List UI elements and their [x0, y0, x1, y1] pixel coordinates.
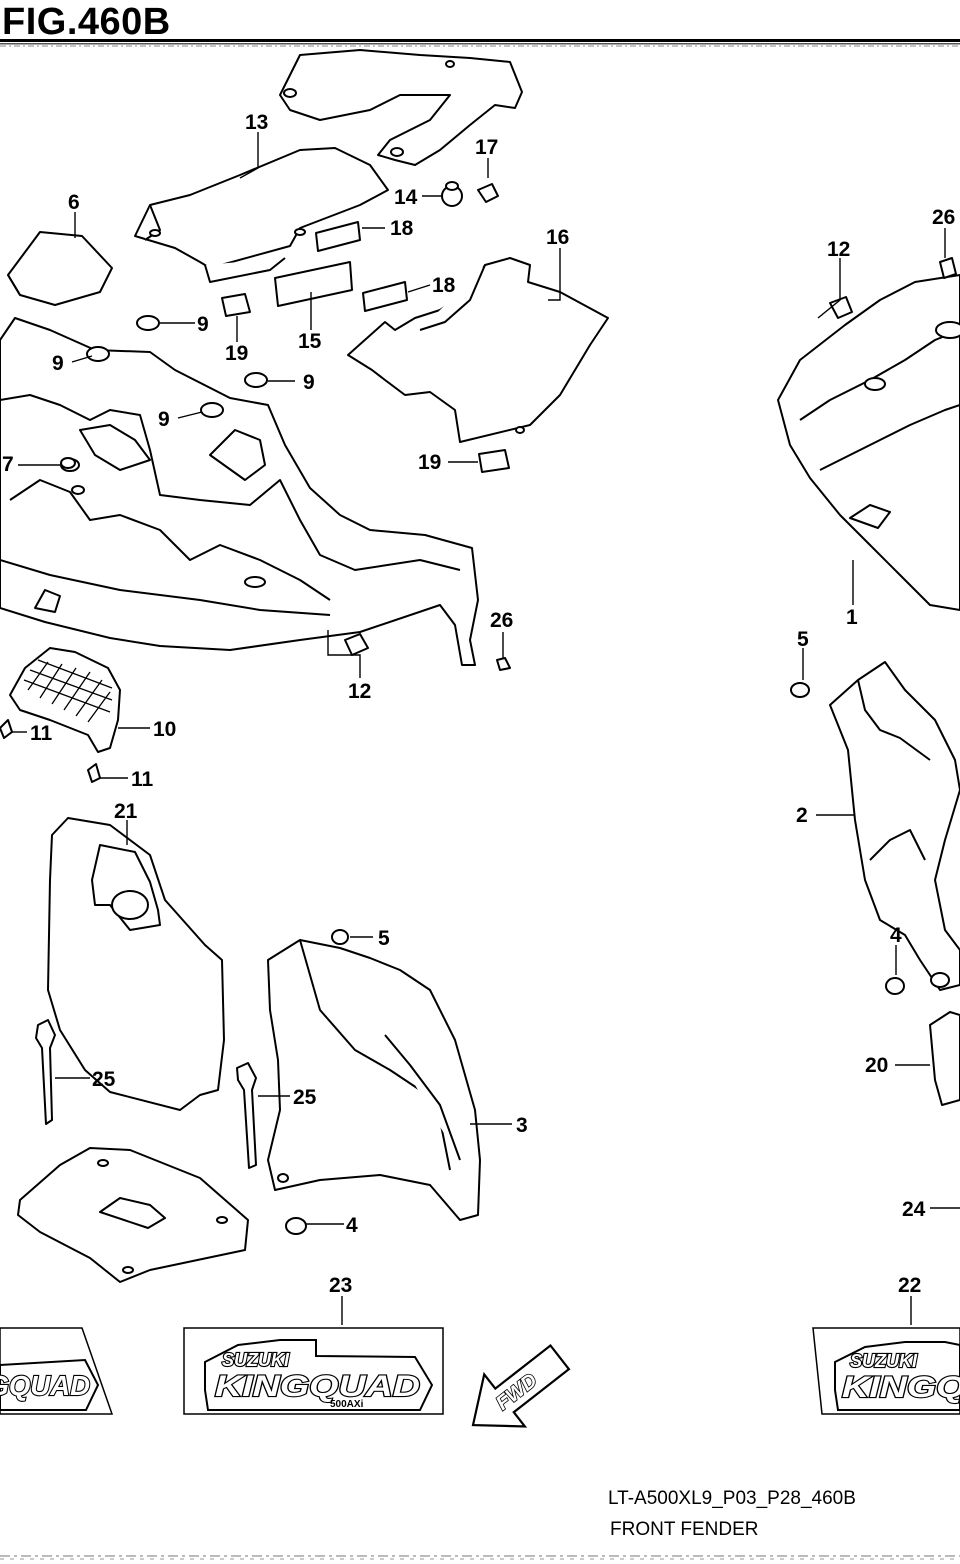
- callout-9: 9: [52, 352, 64, 375]
- callout-12: 12: [348, 680, 371, 703]
- callout-9: 9: [303, 371, 315, 394]
- callout-6: 6: [68, 191, 80, 214]
- callout-22: 22: [898, 1274, 921, 1297]
- callout-23: 23: [329, 1274, 352, 1297]
- part-20-mud-flap[interactable]: [929, 1011, 960, 1106]
- part-2-inner-fender[interactable]: [829, 661, 960, 991]
- part-5-screw-a[interactable]: [331, 929, 349, 945]
- part-6-storage-lid[interactable]: [7, 231, 113, 306]
- fasteners[interactable]: [0, 181, 957, 1235]
- rear-top-panel[interactable]: [279, 49, 523, 166]
- part-12-clip-b[interactable]: [829, 296, 853, 319]
- decal-sub-left: 500AXi: [330, 1399, 364, 1410]
- callout-3: 3: [516, 1114, 528, 1137]
- part-13-fender-bracket[interactable]: [134, 147, 389, 283]
- section-name: FRONT FENDER: [610, 1519, 759, 1540]
- callout-18: 18: [432, 274, 456, 297]
- part-12-clip-a[interactable]: [344, 633, 369, 656]
- part-26-push-rivet-a[interactable]: [496, 657, 511, 671]
- part-3-inner-fender[interactable]: [267, 939, 481, 1221]
- part-25-cable-tie-a[interactable]: [35, 1019, 56, 1125]
- callout-1: 1: [846, 606, 858, 629]
- part-18-pad-a[interactable]: [315, 221, 361, 252]
- callout-labels: 13 6 17 14 18 16 18 19 15 9 9 9 9 19 7 2…: [2, 111, 955, 1297]
- callout-19: 19: [225, 342, 248, 365]
- part-4-bolt-b[interactable]: [885, 977, 905, 995]
- decal-model-right: KINGQUAD: [842, 1371, 960, 1404]
- part-11-screw-b[interactable]: [87, 763, 101, 783]
- figure-title: FIG.460B: [2, 1, 171, 43]
- decal-model-left: KINGQUAD: [215, 1370, 420, 1403]
- part-19-block-a[interactable]: [221, 293, 251, 317]
- callout-13: 13: [245, 111, 268, 134]
- callout-25: 25: [293, 1086, 317, 1109]
- part-5-screw-b[interactable]: [790, 682, 810, 698]
- decal-model-partial: KINGQUAD: [0, 1370, 90, 1401]
- callout-14: 14: [394, 186, 418, 209]
- callout-24: 24: [902, 1198, 926, 1221]
- callout-12: 12: [827, 238, 850, 261]
- callout-11: 11: [131, 768, 154, 791]
- part-23-decal[interactable]: SUZUKI KINGQUAD 500AXi: [183, 1327, 444, 1415]
- callout-26: 26: [932, 206, 955, 229]
- model-code: LT-A500XL9_P03_P28_460B: [608, 1488, 856, 1509]
- callout-5: 5: [378, 927, 390, 950]
- leader-lines: [12, 132, 960, 1325]
- top-rule: [0, 39, 960, 47]
- part-18-pad-b[interactable]: [362, 281, 408, 312]
- callout-5: 5: [797, 628, 809, 651]
- callout-10: 10: [153, 718, 176, 741]
- part-16-side-cover[interactable]: [347, 257, 609, 443]
- callout-4: 4: [346, 1214, 358, 1237]
- part-21-splash-panel[interactable]: [47, 817, 225, 1111]
- callout-20: 20: [865, 1054, 888, 1077]
- callout-21: 21: [114, 800, 138, 823]
- callout-17: 17: [475, 136, 498, 159]
- callout-15: 15: [298, 330, 322, 353]
- part-17-rivet[interactable]: [477, 183, 499, 203]
- part-9-grommet-c[interactable]: [244, 372, 268, 388]
- part-9-grommet-d[interactable]: [200, 402, 224, 418]
- callout-25: 25: [92, 1068, 116, 1091]
- decal-brand-left: SUZUKI: [222, 1350, 290, 1370]
- part-26-push-rivet-b[interactable]: [939, 257, 957, 279]
- callout-2: 2: [796, 804, 808, 827]
- part-9-grommet-b[interactable]: [86, 346, 110, 362]
- bottom-rule: [0, 1555, 960, 1560]
- part-22-decal[interactable]: SUZUKI KINGQUAD: [812, 1327, 960, 1415]
- rear-fender-main[interactable]: [0, 317, 479, 666]
- callout-9: 9: [197, 313, 209, 336]
- partial-decal-left: KINGQUAD: [0, 1327, 114, 1415]
- part-1-front-fender[interactable]: [777, 274, 960, 611]
- callout-4: 4: [890, 924, 902, 947]
- callout-18: 18: [390, 217, 414, 240]
- fwd-direction-arrow: FWD: [471, 1343, 571, 1428]
- part-19-block-b[interactable]: [478, 449, 510, 473]
- part-7-nut[interactable]: [60, 457, 76, 469]
- part-10-vent-grille[interactable]: [9, 647, 121, 753]
- part-4-bolt-a[interactable]: [285, 1217, 307, 1235]
- callout-26: 26: [490, 609, 513, 632]
- lower-mounting-plate[interactable]: [17, 1147, 249, 1283]
- callout-19: 19: [418, 451, 441, 474]
- callout-7: 7: [2, 453, 14, 476]
- part-15-pad[interactable]: [274, 261, 353, 307]
- callout-16: 16: [546, 226, 569, 249]
- callout-9: 9: [158, 408, 170, 431]
- part-11-screw-a[interactable]: [0, 719, 13, 739]
- callout-11: 11: [30, 722, 53, 745]
- part-25-cable-tie-b[interactable]: [236, 1062, 257, 1169]
- part-14-clip[interactable]: [441, 181, 463, 207]
- part-9-grommet-a[interactable]: [136, 315, 160, 331]
- decal-brand-right: SUZUKI: [850, 1351, 918, 1371]
